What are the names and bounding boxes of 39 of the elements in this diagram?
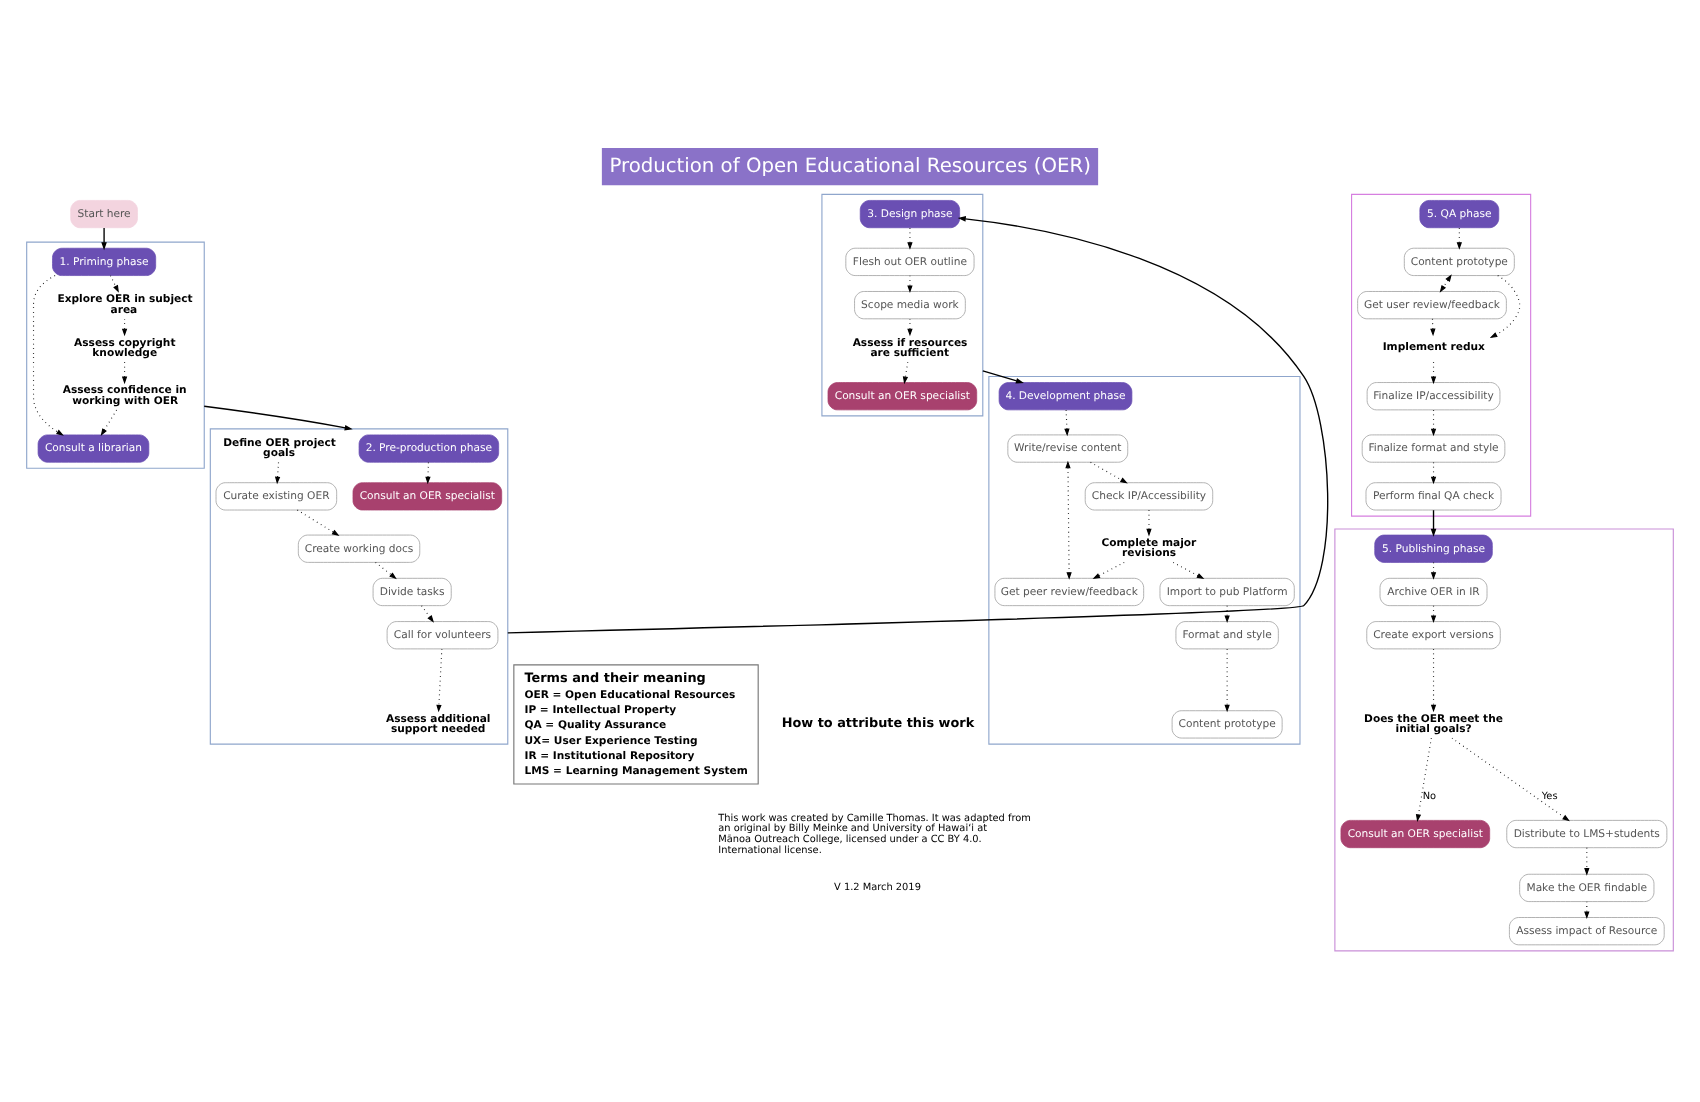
arrow (101, 227, 107, 251)
cluster (209, 428, 509, 745)
arrow (203, 405, 353, 431)
arrow (1584, 847, 1590, 876)
arrow (1065, 460, 1072, 580)
arrow (421, 605, 434, 623)
arrow (902, 361, 909, 385)
arrow (982, 370, 1024, 384)
arrow (436, 648, 443, 713)
arrow (1224, 648, 1230, 713)
arrow (1430, 509, 1437, 537)
arrow (121, 361, 128, 385)
arrow (1172, 561, 1205, 580)
arrow (1489, 275, 1521, 338)
arrow (1451, 737, 1570, 822)
arrow (1064, 409, 1070, 437)
cluster (1351, 193, 1532, 517)
arrow (907, 227, 913, 250)
arrow (1456, 227, 1462, 250)
arrow (1430, 461, 1437, 485)
arrow (100, 409, 118, 437)
arrow (375, 561, 397, 580)
arrow (425, 461, 431, 485)
arrow (1092, 561, 1125, 580)
arrow (1439, 274, 1452, 293)
arrow (1430, 361, 1437, 385)
arrow (907, 275, 913, 293)
arrow (274, 461, 281, 485)
arrow (1430, 409, 1437, 437)
arrow (1415, 737, 1432, 822)
arrow (1090, 461, 1128, 484)
arrow (32, 275, 64, 436)
arrow (1224, 605, 1230, 624)
arrow (1146, 509, 1152, 537)
arrow (1430, 648, 1437, 713)
arrow (296, 509, 340, 536)
arrow (507, 216, 1329, 634)
diagram-title: Production of Open Educational Resources (OER) (609, 155, 1091, 178)
cluster (821, 193, 984, 417)
